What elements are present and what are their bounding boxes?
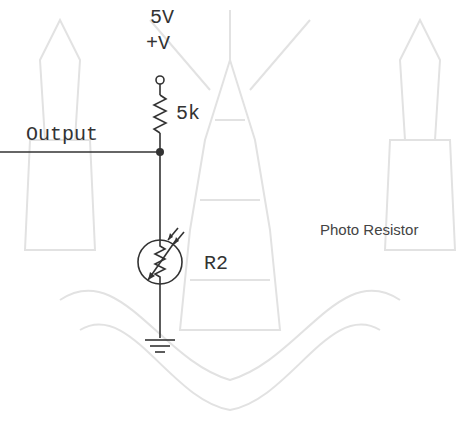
signal-name: Output	[26, 125, 98, 145]
part-label: R2	[204, 254, 228, 274]
part-name: Photo Resistor	[320, 222, 418, 237]
resistor-symbol	[154, 95, 166, 133]
ground-symbol	[145, 339, 175, 341]
arrow-head	[168, 233, 179, 244]
ground-symbol	[155, 351, 165, 353]
output-wire	[0, 151, 160, 153]
supply-label: +V	[146, 34, 170, 54]
variable-arrow	[148, 240, 176, 280]
supply-voltage: 5V	[150, 8, 174, 28]
ground-symbol	[150, 345, 170, 347]
supply-terminal	[156, 76, 164, 84]
arrow-head	[148, 272, 155, 280]
junction-dot	[156, 148, 164, 156]
photoresistor-body	[138, 240, 182, 284]
wire	[159, 84, 161, 95]
wire	[159, 284, 161, 338]
resistor-value: 5k	[176, 104, 200, 124]
